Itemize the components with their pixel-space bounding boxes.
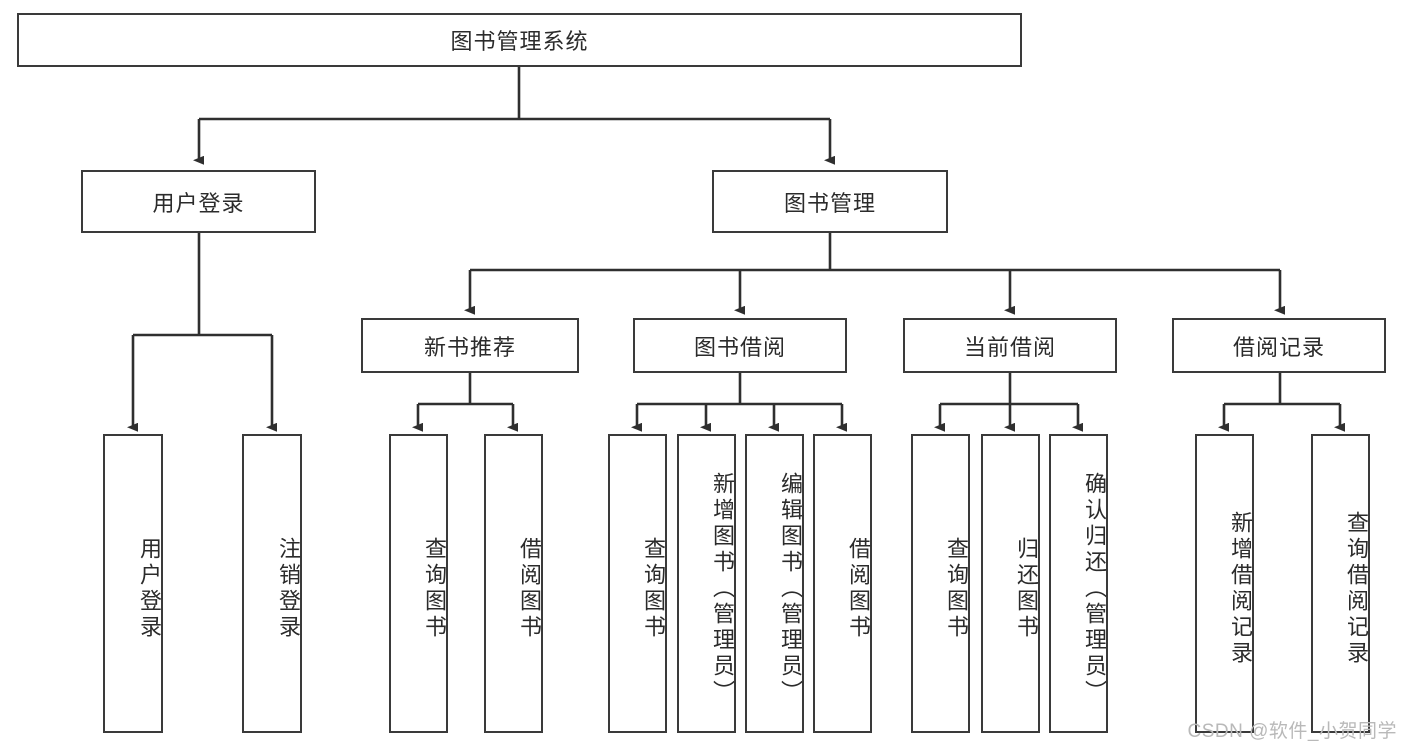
- node-leaf-user-login[interactable]: 用户登录: [103, 434, 163, 733]
- node-current-borrow[interactable]: 当前借阅: [903, 318, 1117, 373]
- node-leaf-query-book-1-label: 查询图书: [422, 536, 447, 641]
- node-book-borrow-label: 图书借阅: [693, 334, 786, 360]
- node-user-login-label: 用户登录: [152, 190, 245, 216]
- node-book-manage-label: 图书管理: [783, 190, 876, 216]
- node-leaf-query-book-3-label: 查询图书: [944, 536, 969, 641]
- node-current-borrow-label: 当前借阅: [963, 334, 1056, 360]
- node-leaf-return-book-label: 归还图书: [1014, 536, 1039, 641]
- node-leaf-add-record-label: 新增借阅记录: [1228, 510, 1253, 667]
- node-leaf-return-book[interactable]: 归还图书: [981, 434, 1040, 733]
- node-leaf-confirm-return-label: 确认归还（管理员）: [1082, 471, 1107, 706]
- node-new-book-recommend[interactable]: 新书推荐: [361, 318, 579, 373]
- node-leaf-add-book-label: 新增图书（管理员）: [710, 471, 735, 706]
- node-leaf-edit-book-label: 编辑图书（管理员）: [778, 471, 803, 706]
- node-leaf-borrow-book-2-label: 借阅图书: [846, 536, 871, 641]
- node-borrow-record[interactable]: 借阅记录: [1172, 318, 1386, 373]
- node-root-label: 图书管理系统: [450, 29, 589, 54]
- node-leaf-logout-label: 注销登录: [276, 536, 301, 641]
- node-leaf-confirm-return[interactable]: 确认归还（管理员）: [1049, 434, 1108, 733]
- watermark: CSDN @软件_小贺同学: [1187, 721, 1397, 742]
- node-leaf-query-book-3[interactable]: 查询图书: [911, 434, 970, 733]
- node-leaf-query-book-1[interactable]: 查询图书: [389, 434, 448, 733]
- node-leaf-borrow-book-1[interactable]: 借阅图书: [484, 434, 543, 733]
- node-leaf-query-book-2-label: 查询图书: [641, 536, 666, 641]
- node-leaf-edit-book[interactable]: 编辑图书（管理员）: [745, 434, 804, 733]
- node-leaf-user-login-label: 用户登录: [137, 536, 162, 641]
- node-leaf-query-book-2[interactable]: 查询图书: [608, 434, 667, 733]
- node-borrow-record-label: 借阅记录: [1232, 334, 1325, 360]
- node-book-borrow[interactable]: 图书借阅: [633, 318, 847, 373]
- node-user-login[interactable]: 用户登录: [81, 170, 316, 233]
- node-new-book-recommend-label: 新书推荐: [423, 334, 516, 360]
- node-leaf-logout[interactable]: 注销登录: [242, 434, 302, 733]
- node-leaf-query-record-label: 查询借阅记录: [1344, 510, 1369, 667]
- node-root[interactable]: 图书管理系统: [17, 13, 1022, 67]
- node-leaf-borrow-book-1-label: 借阅图书: [517, 536, 542, 641]
- node-leaf-query-record[interactable]: 查询借阅记录: [1311, 434, 1370, 733]
- node-book-manage[interactable]: 图书管理: [712, 170, 948, 233]
- node-leaf-add-record[interactable]: 新增借阅记录: [1195, 434, 1254, 733]
- node-leaf-add-book[interactable]: 新增图书（管理员）: [677, 434, 736, 733]
- node-leaf-borrow-book-2[interactable]: 借阅图书: [813, 434, 872, 733]
